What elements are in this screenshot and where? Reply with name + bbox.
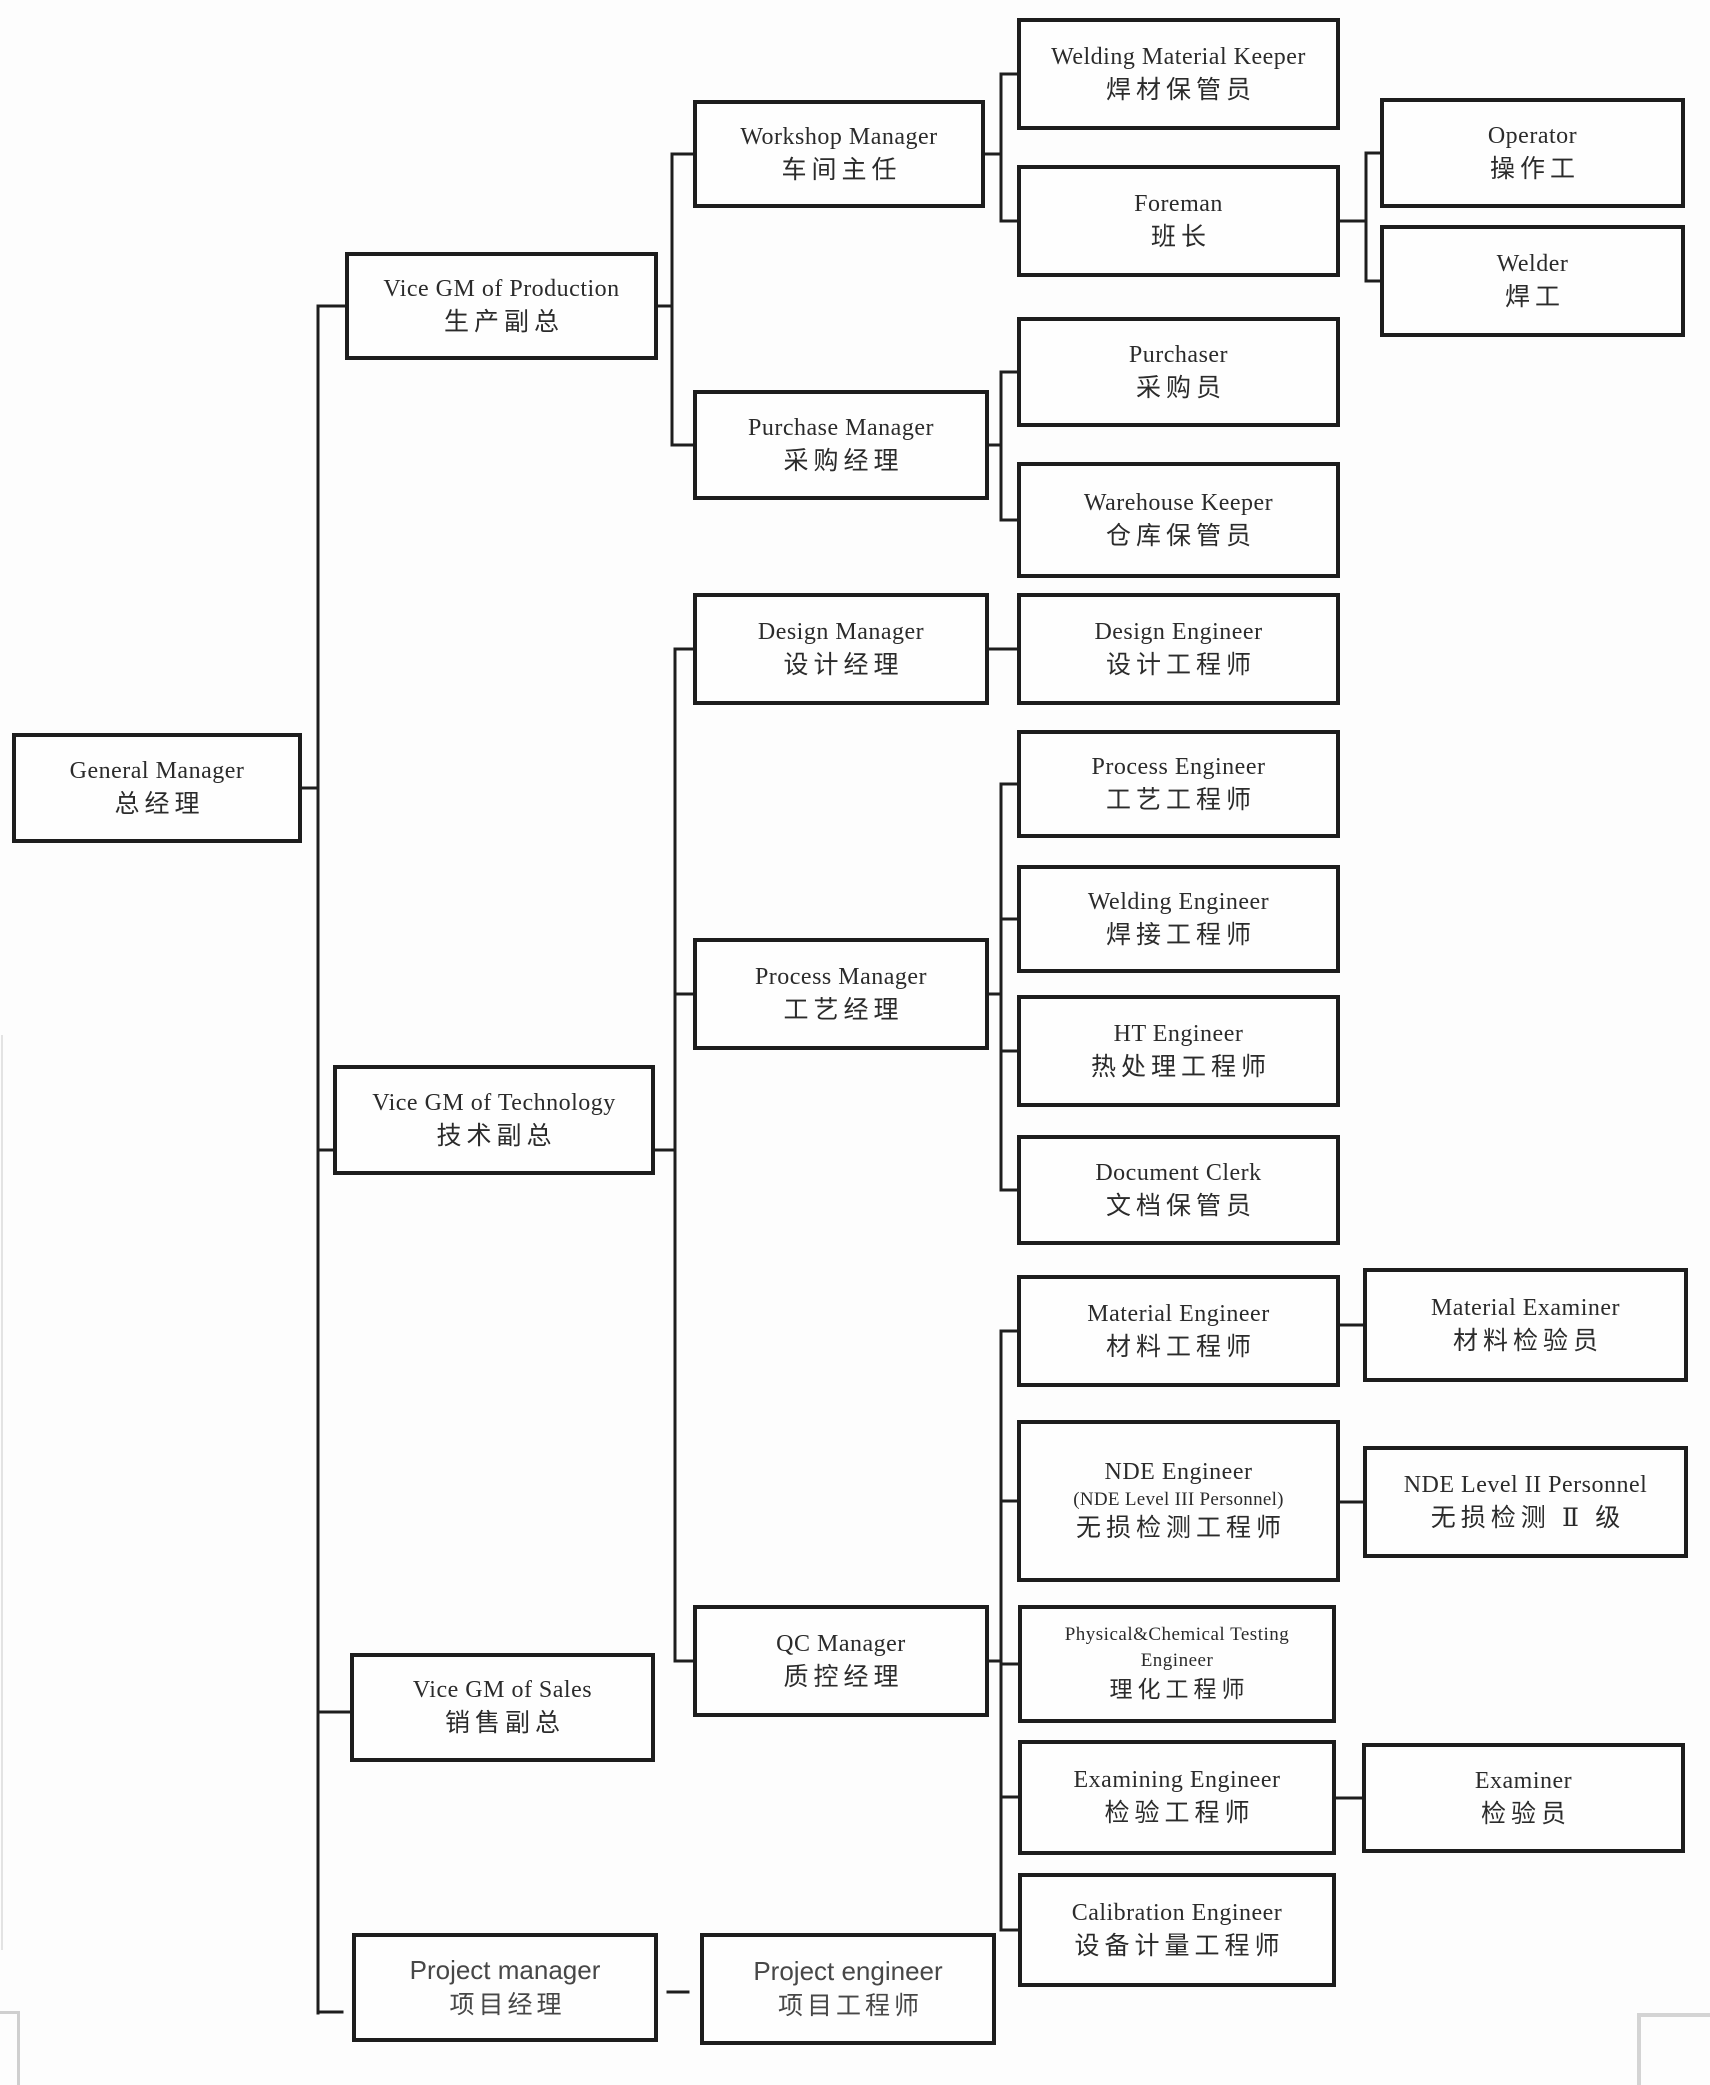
- node-pct-engineer-en2: Engineer: [1140, 1650, 1214, 1672]
- node-project-manager-zh: 项目经理: [449, 1990, 566, 2019]
- node-examiner-en: Examiner: [1474, 1767, 1573, 1794]
- node-process-manager-zh: 工艺经理: [783, 996, 904, 1024]
- node-physical-chemical-testing-engineer: Physical&Chemical Testing Engineer 理化工程师: [1018, 1605, 1336, 1723]
- node-examining-engineer-en: Examining Engineer: [1073, 1767, 1281, 1794]
- node-process-engineer-en: Process Engineer: [1091, 753, 1266, 780]
- node-project-engineer-zh: 项目工程师: [777, 1992, 923, 2021]
- node-process-engineer-zh: 工艺工程师: [1105, 786, 1256, 814]
- node-calibration-engineer: Calibration Engineer 设备计量工程师: [1018, 1873, 1336, 1987]
- node-purchase-manager: Purchase Manager 采购经理: [693, 390, 989, 500]
- node-vice-gm-production-en: Vice GM of Production: [383, 275, 620, 302]
- node-vice-gm-production-zh: 生产副总: [443, 308, 564, 336]
- node-vice-gm-sales-en: Vice GM of Sales: [412, 1677, 593, 1704]
- node-process-engineer: Process Engineer 工艺工程师: [1017, 730, 1340, 838]
- node-purchaser-zh: 采购员: [1135, 374, 1226, 402]
- node-ht-engineer: HT Engineer 热处理工程师: [1017, 995, 1340, 1107]
- node-design-manager: Design Manager 设计经理: [693, 593, 989, 705]
- node-design-engineer-en: Design Engineer: [1094, 618, 1263, 645]
- node-qc-manager: QC Manager 质控经理: [693, 1605, 989, 1717]
- node-material-engineer-en: Material Engineer: [1087, 1300, 1270, 1327]
- node-process-manager: Process Manager 工艺经理: [693, 938, 989, 1050]
- scan-artifact-left-edge-line: [1, 1035, 3, 1950]
- node-purchase-manager-zh: 采购经理: [783, 447, 904, 475]
- node-general-manager-zh: 总经理: [114, 790, 205, 818]
- node-project-engineer: Project engineer 项目工程师: [700, 1933, 996, 2045]
- node-vice-gm-technology-zh: 技术副总: [436, 1122, 557, 1150]
- node-examining-engineer: Examining Engineer 检验工程师: [1018, 1740, 1336, 1855]
- node-examiner-zh: 检验员: [1480, 1800, 1571, 1828]
- node-material-examiner-en: Material Examiner: [1430, 1294, 1621, 1321]
- node-project-manager-en: Project manager: [409, 1954, 601, 1985]
- node-pct-engineer-zh: 理化工程师: [1109, 1677, 1250, 1703]
- node-welder: Welder 焊工: [1380, 225, 1685, 337]
- node-document-clerk-zh: 文档保管员: [1105, 1192, 1256, 1220]
- node-vice-gm-sales-zh: 销售副总: [444, 1710, 565, 1738]
- node-examiner: Examiner 检验员: [1362, 1743, 1685, 1853]
- node-project-engineer-en: Project engineer: [753, 1956, 943, 1987]
- node-project-manager: Project manager 项目经理: [352, 1933, 658, 2042]
- node-pct-engineer-en1: Physical&Chemical Testing: [1064, 1624, 1290, 1646]
- node-nde-engineer-zh: 无损检测工程师: [1075, 1515, 1286, 1543]
- scan-artifact-bottom-left-horizontal: [0, 2011, 20, 2014]
- node-nde-level2-personnel: NDE Level II Personnel 无损检测 Ⅱ 级: [1363, 1446, 1688, 1558]
- node-material-examiner-zh: 材料检验员: [1452, 1327, 1603, 1355]
- scan-artifact-bottom-right-horizontal: [1637, 2013, 1710, 2017]
- node-foreman-zh: 班长: [1150, 223, 1211, 251]
- node-design-manager-en: Design Manager: [757, 618, 925, 645]
- node-nde-level2-personnel-zh: 无损检测 Ⅱ 级: [1430, 1504, 1626, 1532]
- node-design-engineer-zh: 设计工程师: [1105, 651, 1256, 679]
- scan-artifact-bottom-left-vertical: [17, 2011, 20, 2085]
- node-workshop-manager-en: Workshop Manager: [740, 123, 938, 150]
- node-operator-en: Operator: [1487, 122, 1578, 149]
- node-material-examiner: Material Examiner 材料检验员: [1363, 1268, 1688, 1382]
- scan-artifact-bottom-right-vertical: [1637, 2013, 1641, 2085]
- node-welder-en: Welder: [1496, 250, 1569, 277]
- node-warehouse-keeper: Warehouse Keeper 仓库保管员: [1017, 462, 1340, 578]
- node-document-clerk-en: Document Clerk: [1095, 1159, 1262, 1186]
- node-workshop-manager: Workshop Manager 车间主任: [693, 100, 985, 208]
- node-document-clerk: Document Clerk 文档保管员: [1017, 1135, 1340, 1245]
- node-vice-gm-technology: Vice GM of Technology 技术副总: [333, 1065, 655, 1175]
- node-nde-engineer-sub: (NDE Level III Personnel): [1073, 1489, 1284, 1511]
- node-vice-gm-sales: Vice GM of Sales 销售副总: [350, 1653, 655, 1762]
- node-purchaser: Purchaser 采购员: [1017, 317, 1340, 427]
- node-operator-zh: 操作工: [1489, 155, 1580, 183]
- node-welder-zh: 焊工: [1504, 283, 1565, 311]
- node-general-manager: General Manager 总经理: [12, 733, 302, 843]
- node-purchaser-en: Purchaser: [1128, 341, 1229, 368]
- node-welding-engineer-en: Welding Engineer: [1087, 888, 1270, 915]
- node-material-engineer-zh: 材料工程师: [1105, 1333, 1256, 1361]
- node-design-engineer: Design Engineer 设计工程师: [1017, 593, 1340, 705]
- node-ht-engineer-en: HT Engineer: [1113, 1020, 1244, 1047]
- node-vice-gm-technology-en: Vice GM of Technology: [372, 1089, 616, 1116]
- node-foreman-en: Foreman: [1134, 190, 1223, 217]
- node-design-manager-zh: 设计经理: [783, 651, 904, 679]
- node-process-manager-en: Process Manager: [754, 963, 928, 990]
- node-examining-engineer-zh: 检验工程师: [1104, 1800, 1255, 1828]
- node-qc-manager-zh: 质控经理: [783, 1663, 904, 1691]
- node-warehouse-keeper-en: Warehouse Keeper: [1083, 489, 1274, 516]
- node-purchase-manager-en: Purchase Manager: [748, 414, 934, 441]
- node-operator: Operator 操作工: [1380, 98, 1685, 208]
- node-general-manager-en: General Manager: [69, 757, 245, 784]
- node-calibration-engineer-zh: 设备计量工程师: [1074, 1932, 1285, 1960]
- node-qc-manager-en: QC Manager: [776, 1630, 906, 1657]
- node-nde-engineer-en: NDE Engineer: [1104, 1459, 1253, 1486]
- node-welding-material-keeper-zh: 焊材保管员: [1105, 76, 1256, 104]
- node-welding-material-keeper: Welding Material Keeper 焊材保管员: [1017, 18, 1340, 130]
- node-workshop-manager-zh: 车间主任: [781, 156, 902, 184]
- node-warehouse-keeper-zh: 仓库保管员: [1105, 522, 1256, 550]
- node-welding-engineer-zh: 焊接工程师: [1105, 921, 1256, 949]
- node-welding-engineer: Welding Engineer 焊接工程师: [1017, 865, 1340, 973]
- node-calibration-engineer-en: Calibration Engineer: [1071, 1899, 1283, 1926]
- node-vice-gm-production: Vice GM of Production 生产副总: [345, 252, 658, 360]
- node-ht-engineer-zh: 热处理工程师: [1090, 1053, 1271, 1081]
- node-nde-engineer: NDE Engineer (NDE Level III Personnel) 无…: [1017, 1420, 1340, 1582]
- node-foreman: Foreman 班长: [1017, 165, 1340, 277]
- node-welding-material-keeper-en: Welding Material Keeper: [1051, 43, 1306, 70]
- node-material-engineer: Material Engineer 材料工程师: [1017, 1275, 1340, 1387]
- node-nde-level2-personnel-en: NDE Level II Personnel: [1403, 1471, 1648, 1498]
